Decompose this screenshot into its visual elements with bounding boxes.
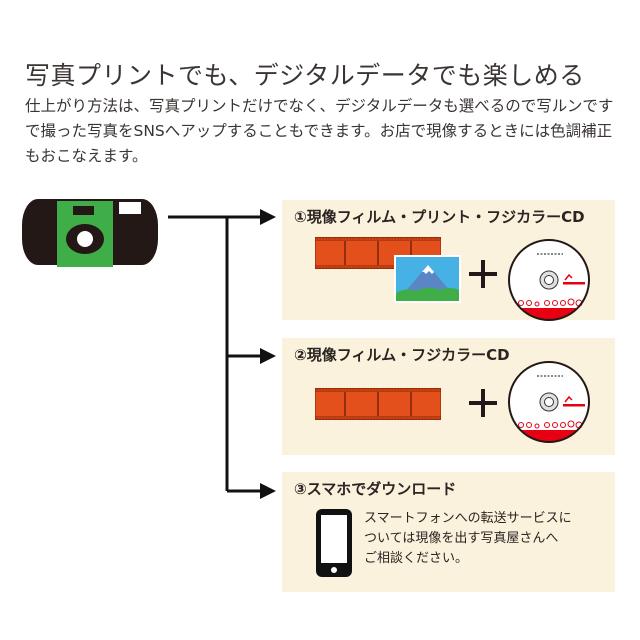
arrow-head-1 <box>260 209 276 225</box>
option-box-print-and-cd: ①現像フィルム・プリント・フジカラーCD <box>282 200 615 321</box>
film-strip-icon <box>315 388 441 420</box>
arrow-head-2 <box>260 348 276 364</box>
option-title: ②現像フィルム・フジカラーCD <box>294 346 510 364</box>
arrow-head-3 <box>260 483 276 499</box>
plus-icon <box>469 389 497 417</box>
description-text: 仕上がり方法は、写真プリントだけでなく、デジタルデータも選べるので写ルンですで撮… <box>25 97 614 165</box>
note-line: スマートフォンへの転送サービスに <box>364 511 572 526</box>
photo-print-icon <box>394 255 461 303</box>
option-title: ③スマホでダウンロード <box>294 480 457 498</box>
cd-icon <box>508 361 590 443</box>
note-line: ついては現像を出す写真屋さんへ <box>364 531 559 546</box>
option-box-cd-only: ②現像フィルム・フジカラーCD <box>282 338 615 455</box>
option-box-smartphone: ③スマホでダウンロード スマートフォンへの転送サービスに ついては現像を出す写真… <box>282 472 615 592</box>
page-title: 写真プリントでも、デジタルデータでも楽しめる <box>25 61 585 90</box>
cd-icon <box>508 239 590 321</box>
disposable-camera-icon <box>22 199 158 267</box>
option-title: ①現像フィルム・プリント・フジカラーCD <box>294 208 585 226</box>
smartphone-icon <box>316 509 352 577</box>
smartphone-note: スマートフォンへの転送サービスに ついては現像を出す写真屋さんへ ご相談ください… <box>364 509 572 569</box>
note-line: ご相談ください。 <box>364 551 469 566</box>
plus-icon <box>469 260 497 288</box>
flow-lines <box>168 215 262 493</box>
